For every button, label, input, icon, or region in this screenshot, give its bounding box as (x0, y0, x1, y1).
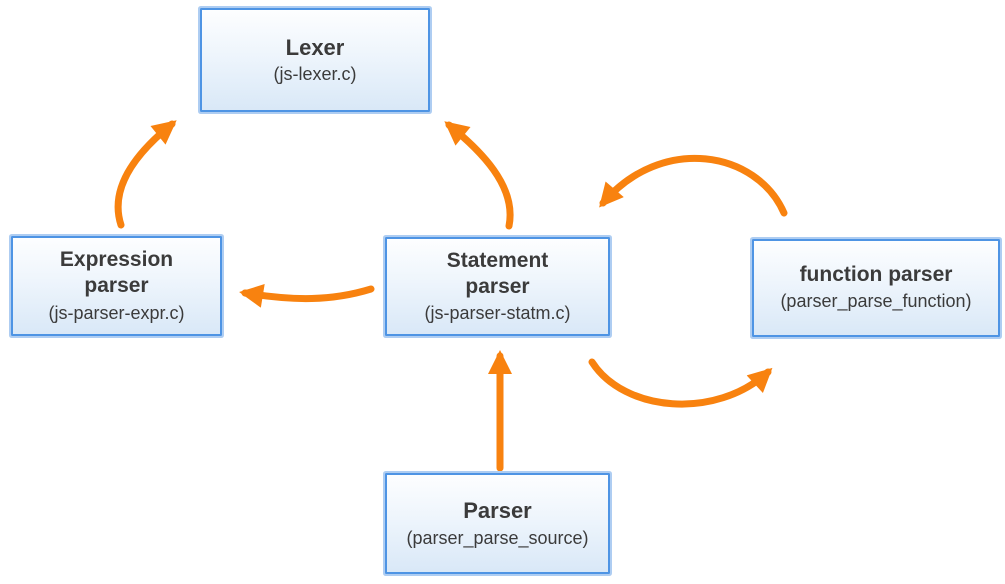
node-function-parser: function parser (parser_parse_function) (752, 239, 1000, 337)
node-expression-parser-subtitle: (js-parser-expr.c) (48, 302, 185, 323)
arrow-expression-parser-to-lexer (114, 120, 177, 229)
node-expression-parser-title: Expression parser (59, 248, 174, 298)
node-parser: Parser (parser_parse_source) (385, 473, 610, 574)
node-lexer-subtitle: (js-lexer.c) (273, 64, 357, 85)
node-statement-parser-subtitle: (js-parser-statm.c) (424, 303, 571, 324)
node-statement-parser-title: Statement parser (446, 248, 549, 298)
arrow-statement-parser-to-function-parser (588, 358, 773, 408)
node-expression-parser: Expression parser (js-parser-expr.c) (11, 236, 222, 336)
node-lexer: Lexer (js-lexer.c) (200, 8, 430, 112)
arrow-function-parser-to-statement-parser (599, 154, 788, 217)
node-lexer-title: Lexer (285, 34, 345, 60)
node-statement-parser: Statement parser (js-parser-statm.c) (385, 237, 610, 336)
node-parser-subtitle: (parser_parse_source) (406, 527, 589, 548)
node-parser-title: Parser (463, 498, 532, 524)
arrow-statement-parser-to-lexer (444, 121, 514, 230)
node-function-parser-title: function parser (799, 263, 953, 287)
arrow-statement-parser-to-expression-parser (239, 284, 375, 308)
node-function-parser-subtitle: (parser_parse_function) (780, 291, 972, 312)
